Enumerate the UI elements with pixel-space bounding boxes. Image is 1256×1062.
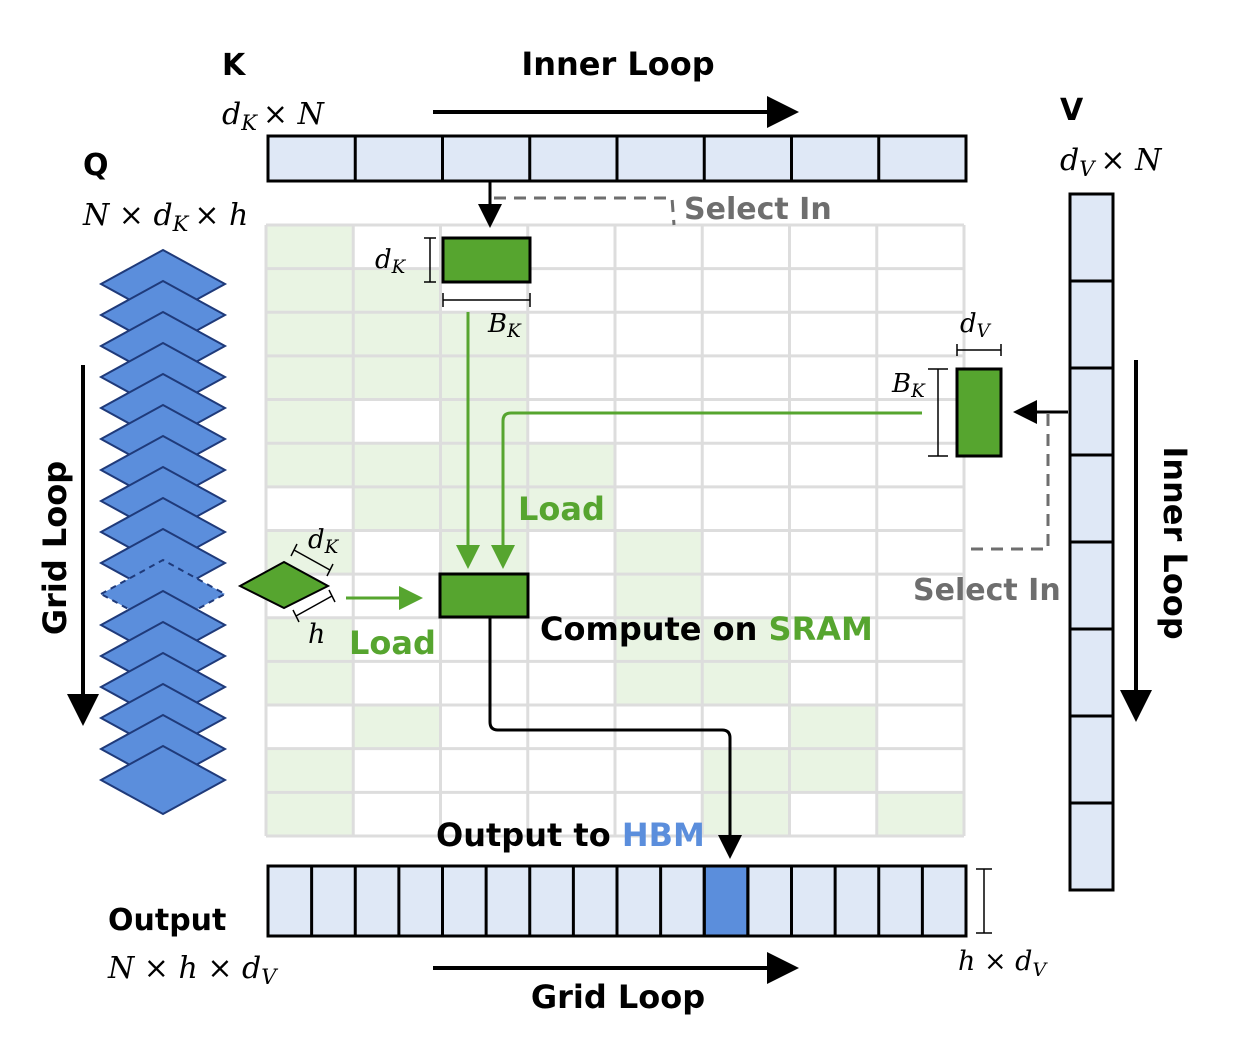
attn-cell-shaded (266, 225, 354, 269)
inner-loop-top-label: Inner Loop (521, 45, 714, 83)
attn-cell-shaded (615, 574, 703, 618)
q-dims: N × dK× h (82, 198, 248, 236)
attn-cell-shaded (353, 268, 441, 313)
attn-cell-shaded (353, 486, 441, 531)
attn-cell-shaded (440, 312, 528, 356)
grid-loop-bottom-label: Grid Loop (531, 978, 705, 1016)
output-to-label: Output to HBM (436, 816, 705, 854)
q-diamond-stack (98, 248, 228, 816)
attn-cell-shaded (353, 443, 441, 487)
v-matrix (1068, 192, 1115, 892)
select-in-right-label: Select In (913, 573, 1061, 608)
k-select-dashed (494, 196, 676, 226)
attn-cell-shaded (353, 355, 441, 400)
attn-cell-shaded (266, 312, 354, 356)
attention-grid (264, 223, 966, 838)
inner-loop-right-label: Inner Loop (1156, 446, 1194, 639)
attn-cell-shaded (266, 355, 354, 400)
k-block-w-label: BK (487, 309, 522, 342)
output-label: Output (108, 903, 226, 938)
v-dims: dV× N (1060, 143, 1163, 181)
attn-cell-shaded (702, 748, 790, 793)
q-label: Q (83, 148, 109, 183)
q-diamond-dk-label: dK (308, 525, 340, 558)
grid-loop-left-label: Grid Loop (36, 461, 74, 635)
output-block-dims: h × dV (958, 946, 1048, 981)
v-load-arrow (491, 411, 922, 569)
attn-cell-shaded (789, 705, 877, 749)
attn-cell-shaded (266, 268, 354, 313)
attn-cell-shaded (266, 792, 354, 836)
attn-cell-shaded (440, 355, 528, 400)
select-in-top-label: Select In (684, 192, 832, 227)
attn-cell-shaded (527, 486, 615, 531)
attn-cell-shaded (266, 748, 354, 793)
v-select-dashed (966, 414, 1050, 551)
q-diamond-dk-dim (293, 549, 331, 571)
attn-cell-shaded (266, 399, 354, 444)
k-block (441, 236, 532, 284)
attn-cell-shaded (266, 443, 354, 487)
attn-cell-shaded (702, 617, 790, 662)
load-left-label: Load (349, 624, 436, 662)
k-dims: dK× N (222, 97, 326, 135)
q-diamond (98, 744, 228, 816)
attn-cell-shaded (615, 661, 703, 706)
output-highlight-block (702, 864, 750, 938)
k-block-h-label: dK (375, 245, 407, 278)
output-matrix (266, 864, 968, 938)
attn-cell-shaded (615, 530, 703, 575)
attn-cell-shaded (353, 705, 441, 749)
output-dims: N × h × dV (107, 951, 278, 989)
attn-cell-shaded (440, 530, 528, 575)
attn-cell-shaded (876, 792, 964, 836)
v-block-h-label: BK (891, 369, 926, 402)
attn-cell-shaded (615, 617, 703, 662)
attn-cell-shaded (440, 486, 528, 531)
attn-cell-shaded (266, 661, 354, 706)
v-label: V (1060, 93, 1084, 128)
attn-cell-shaded (527, 443, 615, 487)
v-block (955, 367, 1003, 458)
attn-cell-shaded (440, 443, 528, 487)
k-label: K (222, 48, 247, 83)
attn-cell-shaded (702, 792, 790, 836)
q-diamond-h-label: h (308, 619, 325, 650)
attn-cell-shaded (266, 617, 354, 662)
load-mid-label: Load (518, 490, 605, 528)
q-block-diamond (237, 560, 331, 610)
q-diamond-h-dim (295, 595, 333, 617)
attn-cell-shaded (440, 399, 528, 444)
compute-block (438, 572, 530, 619)
attn-cell-shaded (789, 748, 877, 793)
output-path-arrow (488, 617, 742, 859)
compute-label: Compute on SRAM (540, 610, 873, 648)
v-block-w-label: dV (960, 309, 992, 342)
k-matrix (266, 134, 968, 183)
attn-cell-shaded (353, 312, 441, 356)
attn-cell-shaded (702, 661, 790, 706)
